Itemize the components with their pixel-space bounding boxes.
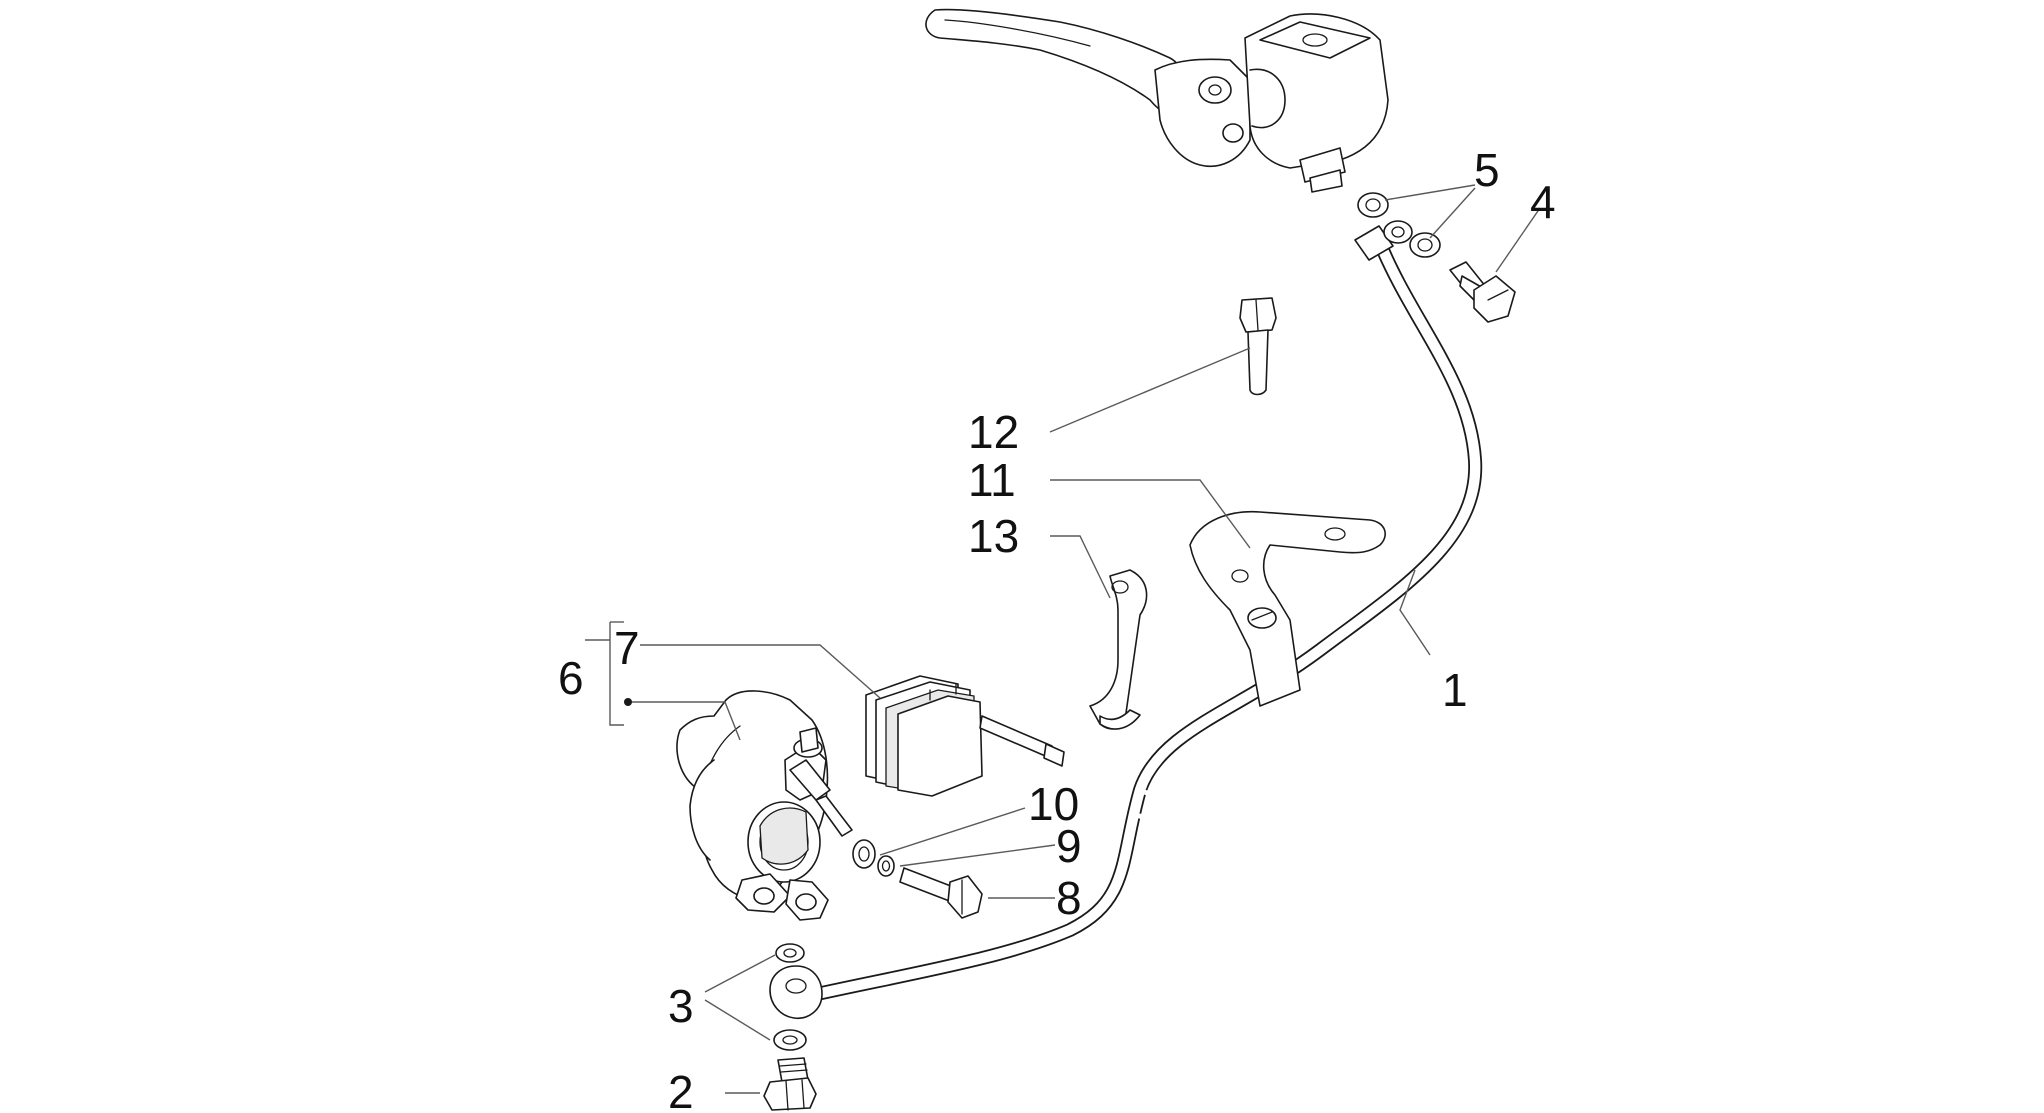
upper-washers-and-bolt [1357,192,1516,323]
lower-washer-3a [775,943,805,963]
callout-12: 12 [968,406,1019,458]
washer-10 [852,839,876,869]
callout-13: 13 [968,510,1019,562]
callout-10: 10 [1028,778,1079,830]
clip-13 [1089,569,1148,730]
callout-5: 5 [1474,144,1500,196]
pad-pin [979,715,1065,767]
callout-9: 9 [1056,820,1082,872]
master-cylinder-lever-assembly [925,8,1389,193]
callout-4: 4 [1530,176,1556,228]
callout-1: 1 [1442,664,1468,716]
sub-assembly-dot [624,698,632,706]
callout-3: 3 [668,980,694,1032]
banjo-bolt-2 [763,1057,817,1111]
callout-2: 2 [668,1066,694,1113]
bolt-12 [1239,297,1277,396]
hose-bracket-11 [1189,510,1386,707]
callout-8: 8 [1056,872,1082,924]
leader-lines [585,184,1541,1094]
callout-labels: 1 2 3 4 5 6 7 8 9 10 11 12 13 [558,144,1556,1113]
brake-hose [783,220,1484,1007]
brake-pads-7 [865,675,983,797]
lower-washer-3b [773,1029,807,1051]
callout-11: 11 [968,454,1016,506]
banjo-bolt-4 [1449,261,1516,323]
callout-6: 6 [558,652,584,704]
washer-5b [1409,232,1441,258]
brake-caliper [676,690,853,921]
washer-5a [1357,192,1389,218]
lower-banjo-eye [769,965,823,1019]
washer-9 [877,855,895,877]
callout-7: 7 [614,622,640,674]
bolt-8 [899,867,983,919]
